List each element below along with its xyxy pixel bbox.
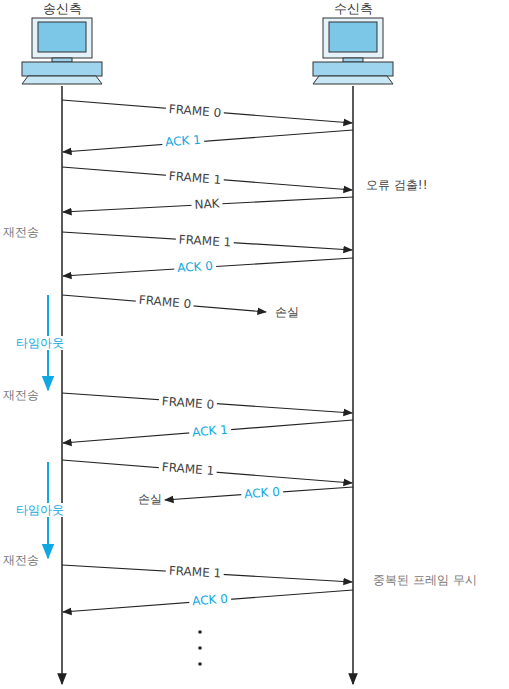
screen [329, 22, 377, 52]
message-label: 오류 검출!! [363, 178, 430, 192]
message-arrow [63, 420, 353, 443]
message-label: FRAME 1 [165, 563, 224, 580]
message-arrow [63, 130, 353, 152]
message-label: ACK 0 [241, 485, 284, 502]
node-heading: 수신측 [306, 0, 401, 18]
cpu-box [22, 62, 102, 76]
lifeline [61, 86, 63, 684]
message-label: 재전송 [0, 388, 42, 402]
message-label: 타임아웃 [13, 503, 67, 517]
message-label: FRAME 0 [158, 394, 217, 412]
keyboard [22, 76, 102, 84]
continuation-dot [198, 646, 202, 650]
screen [38, 22, 86, 52]
message-label: ACK 1 [189, 422, 232, 439]
continuation-dot [198, 630, 202, 634]
computer-icon [22, 18, 102, 84]
continuation-dot [198, 662, 202, 666]
monitor [32, 18, 92, 58]
computer-icon [313, 18, 393, 84]
message-label: FRAME 1 [158, 460, 217, 479]
message-label: 손실 [272, 305, 302, 319]
lifeline [352, 86, 354, 684]
message-arrow [63, 197, 353, 212]
stand [343, 58, 363, 62]
message-arrow [63, 590, 353, 612]
message-arrow [63, 258, 353, 276]
message-label: FRAME 0 [135, 293, 194, 312]
message-label: NAK [191, 196, 223, 212]
message-arrow [62, 393, 352, 413]
computer-node: 송신측 [15, 0, 110, 86]
message-label: 재전송 [0, 553, 42, 567]
message-label: ACK 1 [162, 132, 205, 149]
message-arrow [62, 460, 352, 483]
message-arrow [62, 167, 352, 190]
cpu-box [313, 62, 393, 76]
message-label: 타임아웃 [13, 336, 67, 350]
monitor [323, 18, 383, 58]
message-arrow [62, 100, 352, 123]
message-label: FRAME 1 [165, 169, 224, 188]
computer-node: 수신측 [306, 0, 401, 86]
message-label: FRAME 1 [175, 232, 234, 250]
message-label: 재전송 [0, 225, 42, 239]
message-label: ACK 0 [174, 259, 216, 276]
messages [62, 100, 353, 612]
message-arrow [62, 232, 352, 250]
keyboard [313, 76, 393, 84]
stand [52, 58, 72, 62]
message-label: 중복된 프레임 무시 [370, 573, 480, 587]
node-heading: 송신측 [15, 0, 110, 18]
message-label: FRAME 0 [165, 102, 224, 121]
message-label: ACK 0 [189, 591, 232, 608]
message-label: 손실 [135, 492, 165, 506]
